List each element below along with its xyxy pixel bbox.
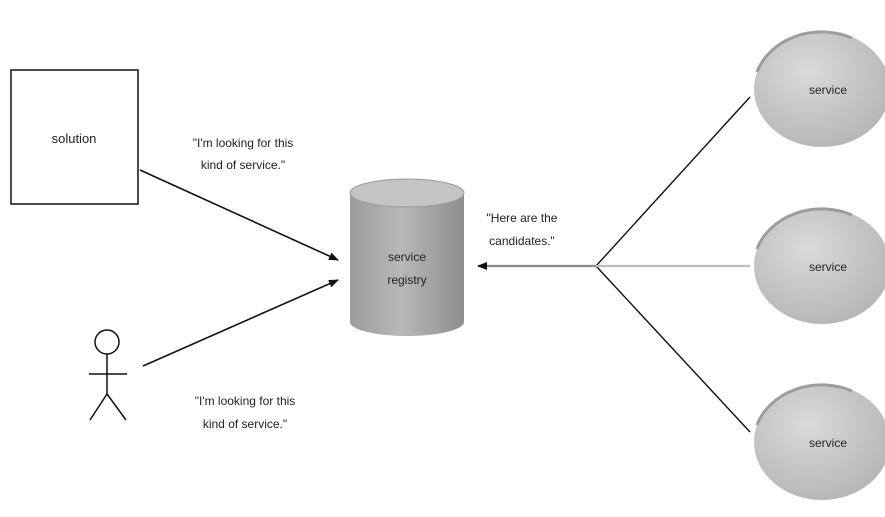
service-registry-label-line1: service (388, 250, 426, 264)
service-top-node (754, 30, 885, 147)
solution-to-registry-arrow (139, 169, 339, 261)
person-query-note-line1: "I'm looking for this (195, 394, 296, 408)
solution-query-note-line1: "I'm looking for this (193, 136, 294, 150)
solution-box (10, 69, 139, 205)
service-bottom-label: service (809, 436, 847, 450)
response-note-line2: candidates." (489, 234, 555, 248)
person-to-registry-arrow (142, 279, 339, 367)
solution-query-note-line2: kind of service." (201, 158, 285, 172)
service-middle-node (754, 207, 885, 324)
service-connector-lines (595, 96, 751, 433)
solution-label: solution (52, 131, 97, 146)
service-registry-cylinder (349, 178, 465, 336)
service-top-label: service (809, 83, 847, 97)
response-note-line1: "Here are the (487, 211, 558, 225)
person-query-note-line2: kind of service." (203, 417, 287, 431)
person-actor-icon (89, 329, 127, 421)
service-registry-label-line2: registry (387, 273, 426, 287)
service-bottom-node (754, 383, 885, 500)
service-middle-label: service (809, 260, 847, 274)
